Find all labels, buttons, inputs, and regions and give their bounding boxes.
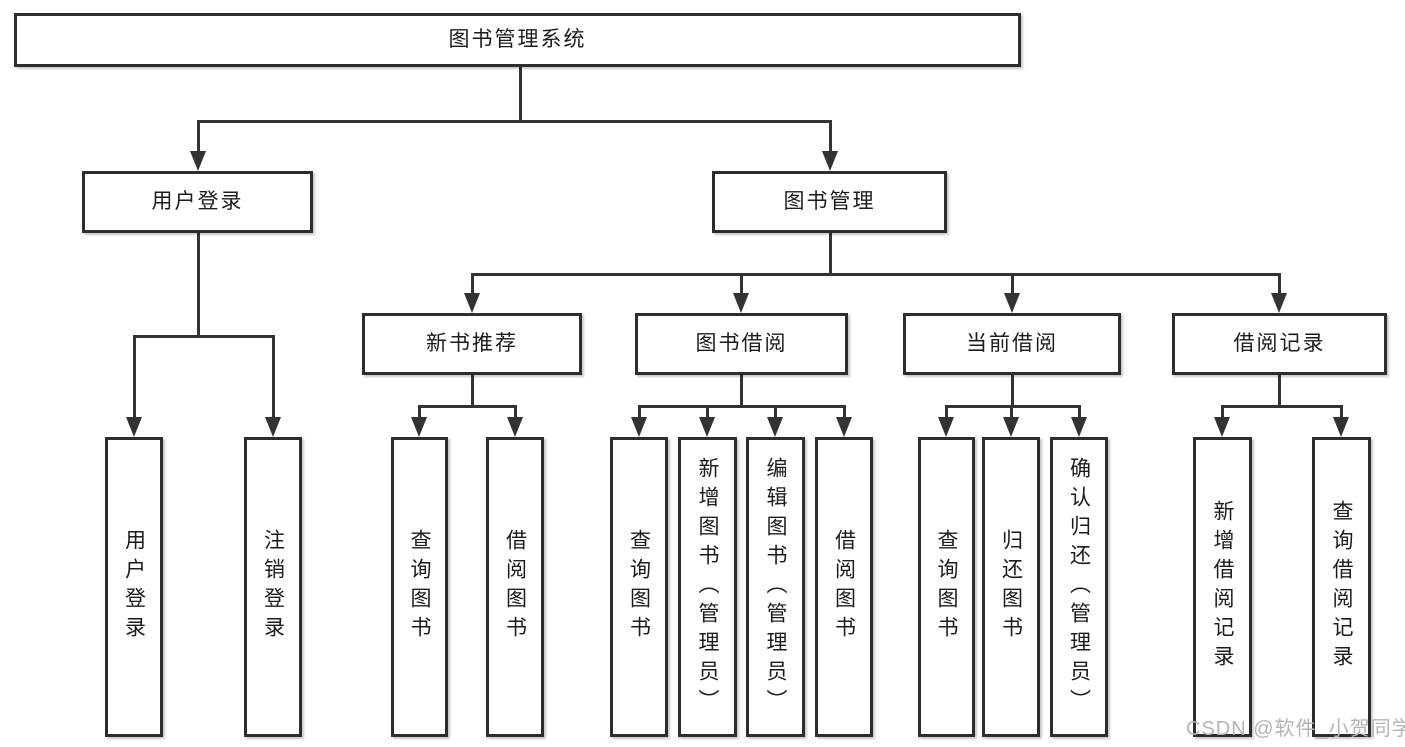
node-label-user-login: 用户登录 (151, 190, 244, 214)
connector-arrowhead-book-borrow-branch-3 (836, 417, 852, 437)
connector-child-stem-current-borrow-branch-2 (1077, 406, 1081, 419)
connector-child-stem-root-branch-1 (828, 121, 832, 153)
node-borrow-books-new: 借阅图书 (486, 437, 544, 737)
node-label-add-borrow-record: 新增借阅记录 (1211, 500, 1234, 674)
connector-hline-records-branch (1220, 404, 1343, 408)
node-label-borrowing-records: 借阅记录 (1233, 332, 1326, 356)
connector-hline-book-borrow-branch (637, 404, 846, 408)
node-edit-books-admin: 编辑图书（管理员） (746, 437, 805, 737)
connector-child-stem-book-management-branch-3 (1277, 274, 1281, 295)
connector-arrowhead-current-borrow-branch-2 (1071, 417, 1087, 437)
node-label-root: 图书管理系统 (448, 28, 587, 52)
connector-child-stem-book-management-branch-2 (1010, 274, 1014, 295)
connector-hline-user-login-branch (132, 334, 275, 338)
connector-arrowhead-new-book-branch-0 (411, 417, 427, 437)
node-query-books-borrow: 查询图书 (610, 437, 668, 737)
connector-hline-current-borrow-branch (944, 404, 1081, 408)
connector-arrowhead-user-login-branch-1 (265, 417, 281, 437)
node-label-user-login-leaf: 用户登录 (122, 529, 146, 645)
connector-child-stem-book-borrow-branch-2 (773, 406, 777, 419)
connector-child-stem-user-login-branch-1 (271, 336, 275, 419)
connector-child-stem-current-borrow-branch-1 (1009, 406, 1013, 419)
node-label-new-book-recommend: 新书推荐 (426, 332, 518, 356)
connector-arrowhead-book-borrow-branch-1 (699, 417, 715, 437)
connector-arrowhead-root-branch-0 (190, 151, 206, 171)
connector-arrowhead-current-borrow-branch-0 (938, 417, 954, 437)
node-label-book-management: 图书管理 (783, 190, 876, 214)
node-label-return-books: 归还图书 (999, 529, 1023, 645)
connector-child-stem-records-branch-1 (1339, 406, 1343, 419)
node-add-books-admin: 新增图书（管理员） (678, 437, 737, 737)
connector-child-stem-book-management-branch-1 (739, 274, 743, 295)
node-book-management: 图书管理 (712, 171, 947, 233)
connector-arrowhead-book-management-branch-1 (733, 293, 749, 313)
connector-child-stem-new-book-branch-1 (513, 406, 517, 419)
node-label-add-books-admin: 新增图书（管理员） (696, 456, 719, 718)
node-return-books: 归还图书 (982, 437, 1040, 737)
connector-arrowhead-book-management-branch-2 (1004, 293, 1020, 313)
node-book-borrowing: 图书借阅 (635, 313, 848, 375)
connector-arrowhead-records-branch-0 (1214, 417, 1230, 437)
connector-child-stem-book-borrow-branch-0 (637, 406, 641, 419)
connector-arrowhead-records-branch-1 (1333, 417, 1349, 437)
connector-arrowhead-book-borrow-branch-2 (767, 417, 783, 437)
watermark: CSDN @软件_小贺同学 (1186, 718, 1405, 740)
connector-child-stem-new-book-branch-0 (417, 406, 421, 419)
connector-child-stem-book-borrow-branch-3 (842, 406, 846, 419)
connector-arrowhead-new-book-branch-1 (507, 417, 523, 437)
connector-stem-user-login-branch (196, 232, 200, 338)
node-borrowing-records: 借阅记录 (1172, 313, 1387, 375)
connector-hline-new-book-branch (417, 404, 517, 408)
connector-child-stem-user-login-branch-0 (132, 336, 136, 419)
node-root: 图书管理系统 (14, 13, 1021, 67)
connector-arrowhead-book-management-branch-0 (464, 293, 480, 313)
node-label-logout-leaf: 注销登录 (261, 529, 285, 645)
node-label-current-borrowing: 当前借阅 (966, 332, 1058, 356)
node-label-query-borrow-record: 查询借阅记录 (1330, 500, 1353, 674)
connector-hline-root-branch (196, 119, 832, 123)
node-label-query-books-new: 查询图书 (408, 529, 431, 645)
node-query-books-current: 查询图书 (918, 437, 975, 737)
node-borrow-books: 借阅图书 (815, 437, 873, 737)
node-user-login-leaf: 用户登录 (105, 437, 163, 737)
node-confirm-return-admin: 确认归还（管理员） (1050, 437, 1108, 737)
node-new-book-recommend: 新书推荐 (362, 313, 582, 375)
node-label-edit-books-admin: 编辑图书（管理员） (764, 456, 787, 718)
connector-arrowhead-root-branch-1 (822, 151, 838, 171)
node-add-borrow-record: 新增借阅记录 (1193, 437, 1252, 737)
node-label-query-books-borrow: 查询图书 (627, 529, 651, 645)
node-label-book-borrowing: 图书借阅 (695, 332, 788, 356)
connector-stem-root-branch (518, 66, 522, 123)
connector-stem-new-book-branch (470, 374, 474, 408)
connector-arrowhead-current-borrow-branch-1 (1003, 417, 1019, 437)
node-query-books-new: 查询图书 (391, 437, 448, 737)
connector-child-stem-records-branch-0 (1220, 406, 1224, 419)
connector-stem-book-management-branch (828, 232, 832, 276)
connector-arrowhead-user-login-branch-0 (126, 417, 142, 437)
node-label-borrow-books-new: 借阅图书 (503, 529, 527, 645)
connector-child-stem-root-branch-0 (196, 121, 200, 153)
node-user-login: 用户登录 (82, 171, 313, 233)
node-current-borrowing: 当前借阅 (903, 313, 1121, 375)
connector-stem-records-branch (1277, 374, 1281, 408)
connector-arrowhead-book-borrow-branch-0 (631, 417, 647, 437)
connector-child-stem-current-borrow-branch-0 (944, 406, 948, 419)
connector-child-stem-book-borrow-branch-1 (705, 406, 709, 419)
node-query-borrow-record: 查询借阅记录 (1312, 437, 1371, 737)
connector-stem-book-borrow-branch (739, 374, 743, 408)
connector-stem-current-borrow-branch (1010, 374, 1014, 408)
node-label-query-books-current: 查询图书 (935, 529, 958, 645)
node-label-borrow-books: 借阅图书 (832, 529, 856, 645)
connector-arrowhead-book-management-branch-3 (1271, 293, 1287, 313)
node-label-confirm-return-admin: 确认归还（管理员） (1067, 456, 1091, 718)
connector-hline-book-management-branch (470, 272, 1281, 276)
connector-child-stem-book-management-branch-0 (470, 274, 474, 295)
node-logout-leaf: 注销登录 (244, 437, 302, 737)
